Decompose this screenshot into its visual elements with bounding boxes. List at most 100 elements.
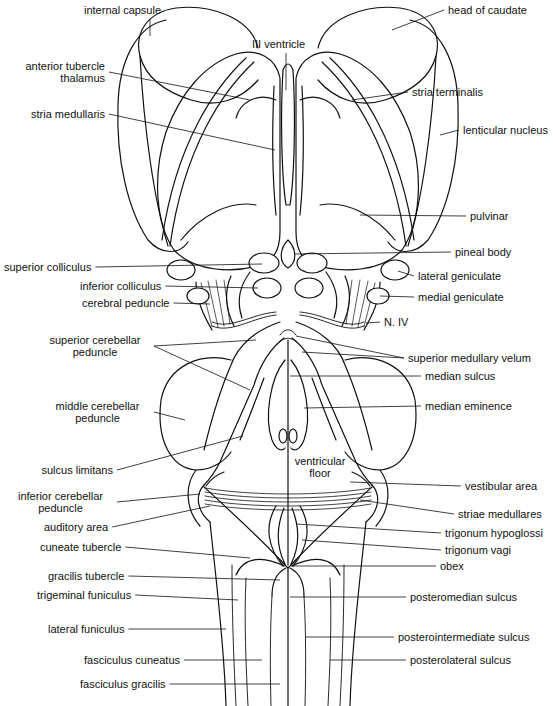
part-label: fasciculus cuneatus	[84, 654, 180, 666]
midline-structures-part	[205, 496, 371, 502]
brain-half-outline-part	[346, 280, 352, 324]
part-label: superior medullary velum	[408, 352, 531, 364]
brain-half-outline-part	[296, 322, 372, 450]
part-label: trigeminal funiculus	[37, 589, 131, 601]
part-label: superior colliculus	[4, 261, 91, 273]
part-label: posterointermediate sulcus	[398, 631, 529, 643]
brain-half-outline-part	[291, 360, 308, 450]
part-label: III ventricle	[252, 38, 305, 50]
part-label: head of caudate	[448, 4, 527, 16]
brain-half-outline-part	[289, 429, 297, 443]
brain-half-outline-part	[320, 204, 395, 240]
leader-line	[302, 352, 404, 358]
brain-half-outline-part	[381, 260, 409, 280]
leader-line	[380, 296, 414, 297]
brain-half-outline-part	[376, 470, 388, 526]
part-label: lateral funiculus	[48, 623, 124, 635]
leader-line	[290, 597, 406, 598]
part-label: obex	[440, 560, 464, 572]
leader-line	[296, 524, 441, 533]
brain-half-outline-part	[352, 280, 360, 326]
leader-line	[392, 10, 444, 30]
leader-line	[292, 566, 436, 567]
leader-line	[165, 286, 258, 288]
part-label: gracilis tubercle	[48, 570, 124, 582]
leader-line	[173, 303, 210, 304]
part-label: inferior cerebellar peduncle	[8, 490, 113, 514]
part-label: medial geniculate	[418, 291, 504, 303]
part-label: vestibular area	[465, 480, 537, 492]
leader-line	[306, 637, 394, 638]
brain-half-outline-part	[408, 56, 436, 246]
part-label: anterior tubercle thalamus	[10, 60, 105, 84]
brain-half-outline-part	[345, 358, 416, 470]
brain-half-outline-part	[322, 62, 406, 246]
midline-structures-part	[205, 504, 371, 510]
part-label: fasciculus gracilis	[80, 678, 166, 690]
brain-half-outline-part	[358, 281, 368, 327]
part-label: stria medullaris	[5, 108, 105, 120]
leader-line	[366, 322, 380, 323]
leader-line	[360, 215, 466, 216]
part-label: superior cerebellar peduncle	[40, 334, 150, 358]
leader-line	[290, 376, 421, 377]
leader-line	[154, 346, 250, 390]
leader-line	[294, 252, 451, 254]
part-label: striae medullares	[458, 508, 542, 520]
brain-half-outline-part	[326, 272, 337, 318]
midline-structures-part	[287, 340, 288, 565]
leader-line	[170, 684, 280, 685]
brain-half-outline-part	[293, 506, 307, 566]
brain-half-outline-part	[300, 315, 364, 328]
brain-half-outline-part	[352, 472, 370, 486]
brain-half-outline-part	[291, 508, 298, 564]
leader-line	[286, 53, 287, 90]
leader-line	[112, 506, 210, 527]
part-label: pineal body	[455, 246, 511, 258]
leader-line	[184, 660, 262, 661]
brain-half-outline-part	[350, 522, 366, 706]
leader-line	[330, 660, 406, 661]
midline-structures-part	[205, 488, 371, 494]
leader-line	[95, 264, 262, 267]
part-label: posterolateral sulcus	[410, 654, 511, 666]
leader-line	[109, 114, 275, 150]
brain-half-outline-part	[340, 565, 344, 706]
part-label: sulcus limitans	[20, 464, 113, 476]
brain-half-outline-part	[330, 58, 414, 240]
part-label: trigonum vagi	[445, 544, 511, 556]
part-label: posteromedian sulcus	[410, 591, 517, 603]
midline-structures-part	[287, 568, 288, 706]
midline-structures-part	[281, 240, 295, 268]
brain-half-outline-part	[300, 86, 303, 215]
brain-half-outline-part	[295, 278, 323, 298]
part-label: lenticular nucleus	[463, 124, 548, 136]
leader-line	[109, 72, 250, 100]
part-label: middle cerebellar peduncle	[45, 400, 150, 424]
leader-line	[125, 547, 250, 558]
brain-half-outline-part	[296, 52, 418, 269]
part-label: pulvinar	[470, 210, 509, 222]
brain-half-mirror	[118, 7, 287, 706]
brain-half-outline-part	[292, 338, 372, 485]
leader-line	[135, 595, 238, 600]
midline-structures-part	[205, 492, 371, 498]
brain-half-outline-part	[300, 97, 340, 118]
brain-half-outline-part	[312, 378, 336, 440]
part-label: inferior colliculus	[80, 280, 161, 292]
leader-line	[304, 406, 421, 408]
part-label: cerebral peduncle	[82, 297, 169, 309]
leader-line	[296, 336, 404, 358]
midline-structures-part	[205, 500, 371, 506]
part-label: auditory area	[44, 521, 108, 533]
part-label: lateral geniculate	[418, 270, 501, 282]
part-label: median eminence	[425, 400, 512, 412]
part-label: cuneate tubercle	[40, 541, 121, 553]
leader-line	[117, 436, 243, 470]
part-label: median sulcus	[425, 370, 495, 382]
leader-line	[360, 500, 454, 514]
leader-line	[352, 92, 408, 100]
midline-structures	[205, 64, 371, 706]
midline-structures-part	[280, 330, 296, 335]
